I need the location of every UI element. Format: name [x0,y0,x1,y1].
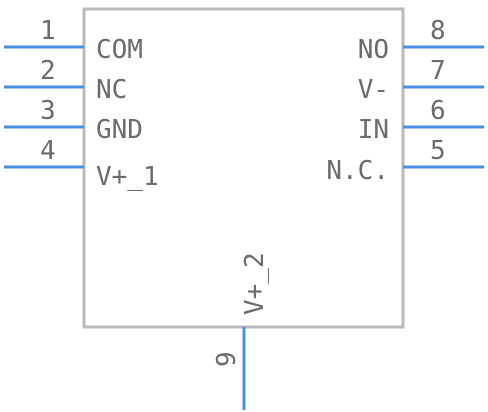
pin-9-label: V+_2 [240,252,270,315]
pin-4-number: 4 [40,136,56,166]
pin-8-number: 8 [430,16,446,46]
pin-5-label: N.C. [326,156,389,186]
pin-6-number: 6 [430,96,446,126]
pin-4-label: V+_1 [96,162,159,192]
component-body [82,7,405,329]
pin-7-label: V- [358,75,389,105]
pin-3-label: GND [96,115,143,145]
pin-5-number: 5 [430,136,446,166]
pin-2-number: 2 [40,56,56,86]
pin-6-label: IN [358,115,389,145]
pin-1-number: 1 [40,16,56,46]
pin-1-label: COM [96,35,143,65]
pin-2-label: NC [96,75,127,105]
pin-8-label: NO [358,35,389,65]
pin-7-number: 7 [430,56,446,86]
pin-3-number: 3 [40,96,56,126]
pin-9-number: 9 [212,351,242,367]
